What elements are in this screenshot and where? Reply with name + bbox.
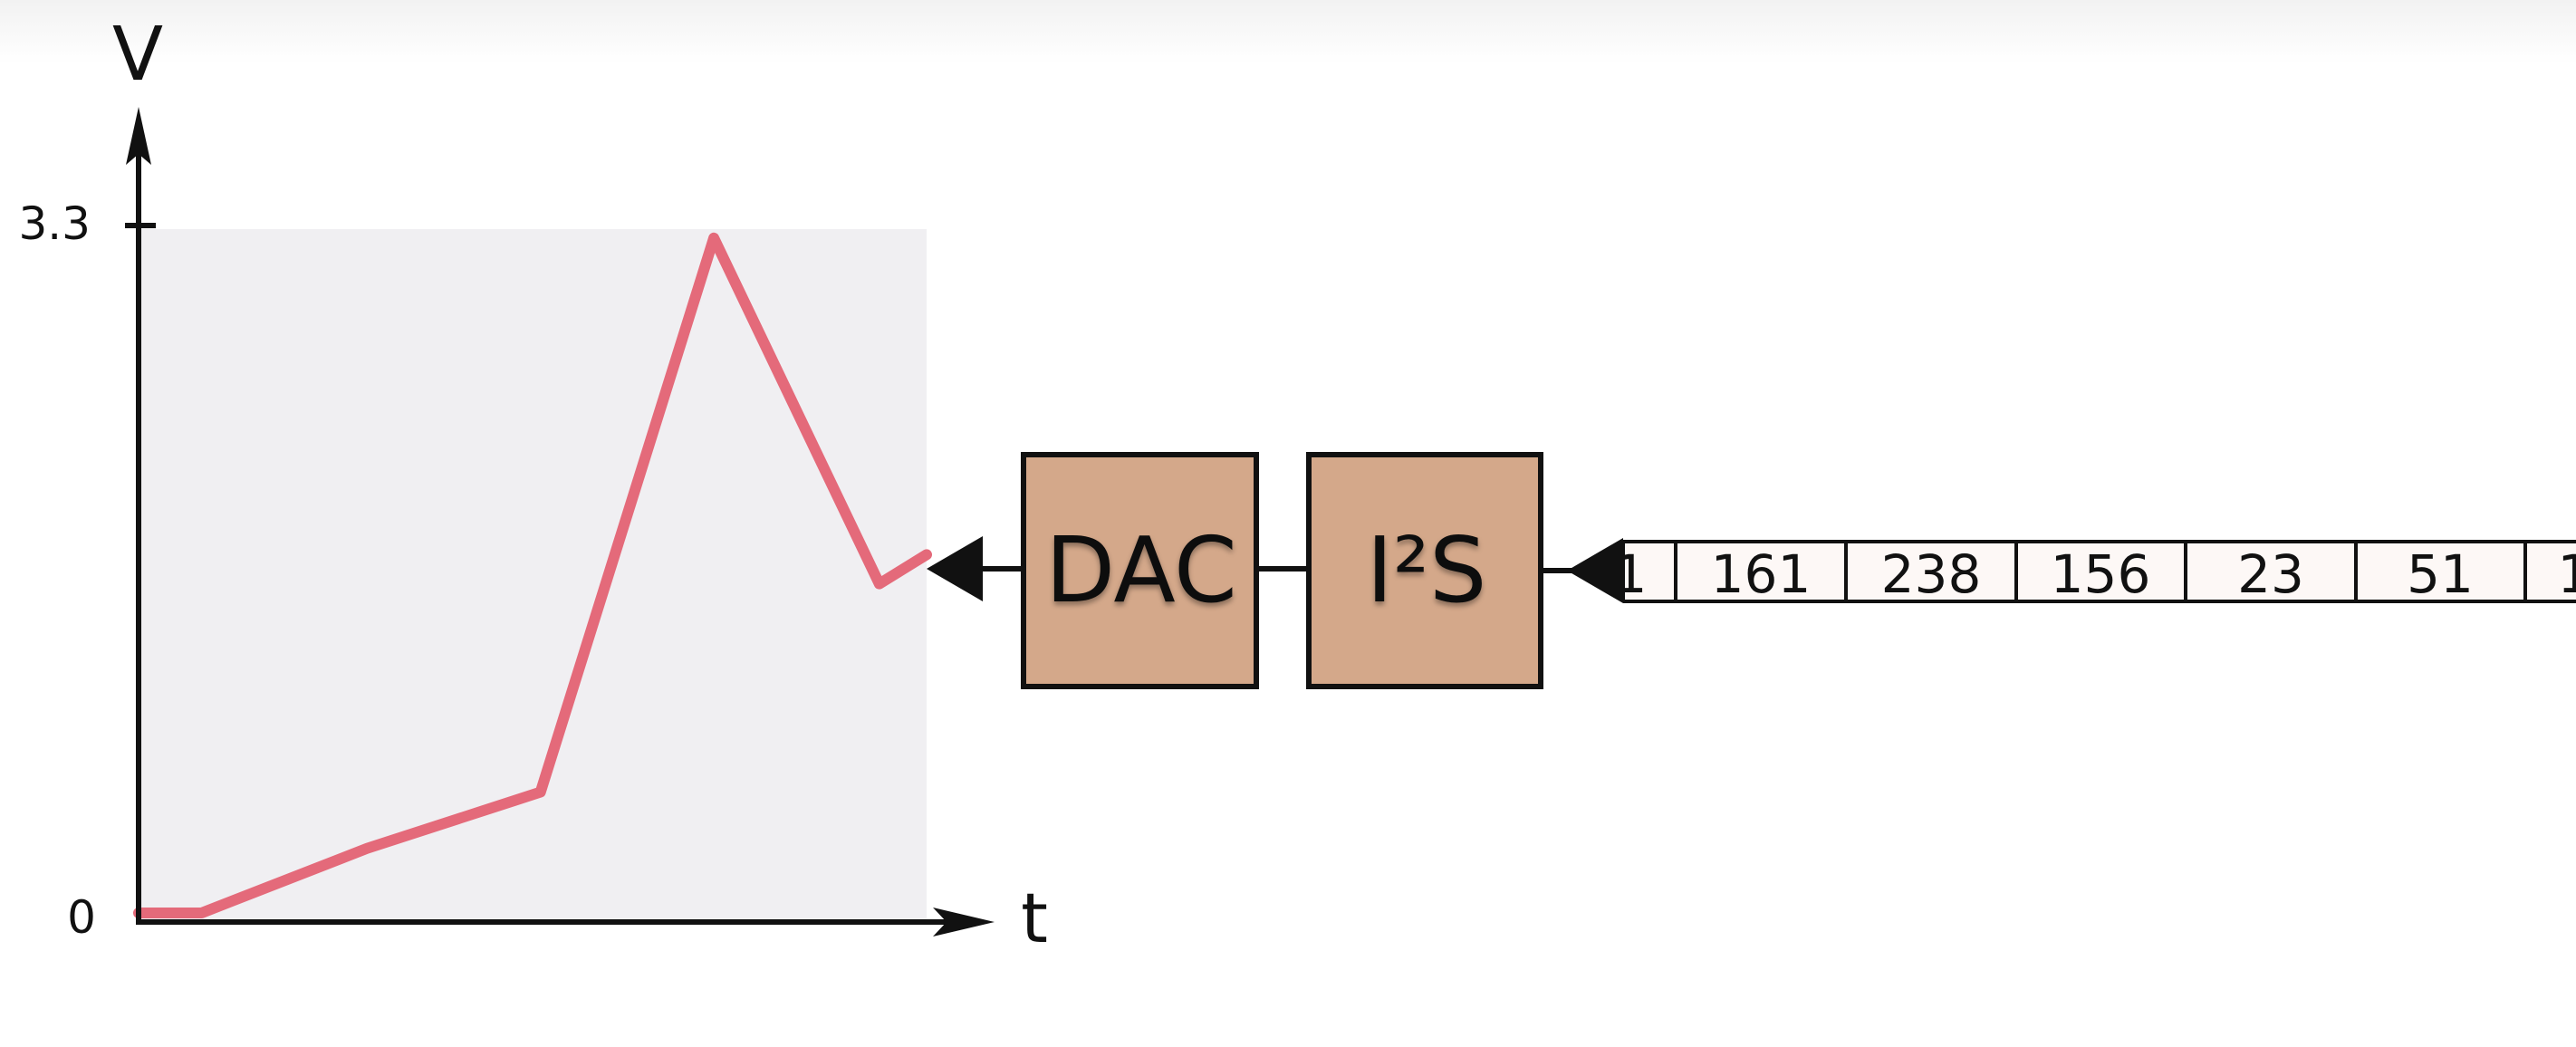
y-tick-zero-label: 0: [67, 891, 96, 944]
x-axis-arrow: [933, 908, 995, 937]
i2s-block: [1306, 452, 1543, 689]
plot-area: [139, 229, 927, 920]
dac-label: DAC: [1045, 517, 1237, 623]
sample-cell: 238: [1881, 543, 1982, 605]
i2s-label: I²S: [1366, 517, 1486, 623]
sample-cell: 23: [2237, 543, 2304, 605]
i2s-input-arrow: [1567, 538, 1623, 603]
sample-cell: 51: [2407, 543, 2474, 605]
y-axis-arrow: [126, 107, 151, 165]
sample-stream-bg: [1623, 540, 2576, 603]
y-tick-top-label: 3.3: [18, 197, 91, 250]
x-axis-label: t: [1021, 878, 1048, 958]
sample-cell: 161: [1711, 543, 1812, 605]
y-axis-label: V: [112, 12, 163, 98]
top-shade: [0, 0, 2576, 63]
sample-stream: 1 161 238 156 23 51 1: [1614, 540, 2576, 605]
sample-cell: 1: [2558, 543, 2576, 605]
dac-output-arrow: [927, 536, 983, 601]
sample-cell: 156: [2051, 543, 2151, 605]
voltage-waveform: [133, 232, 932, 918]
sample-cell: 1: [1614, 543, 1648, 605]
